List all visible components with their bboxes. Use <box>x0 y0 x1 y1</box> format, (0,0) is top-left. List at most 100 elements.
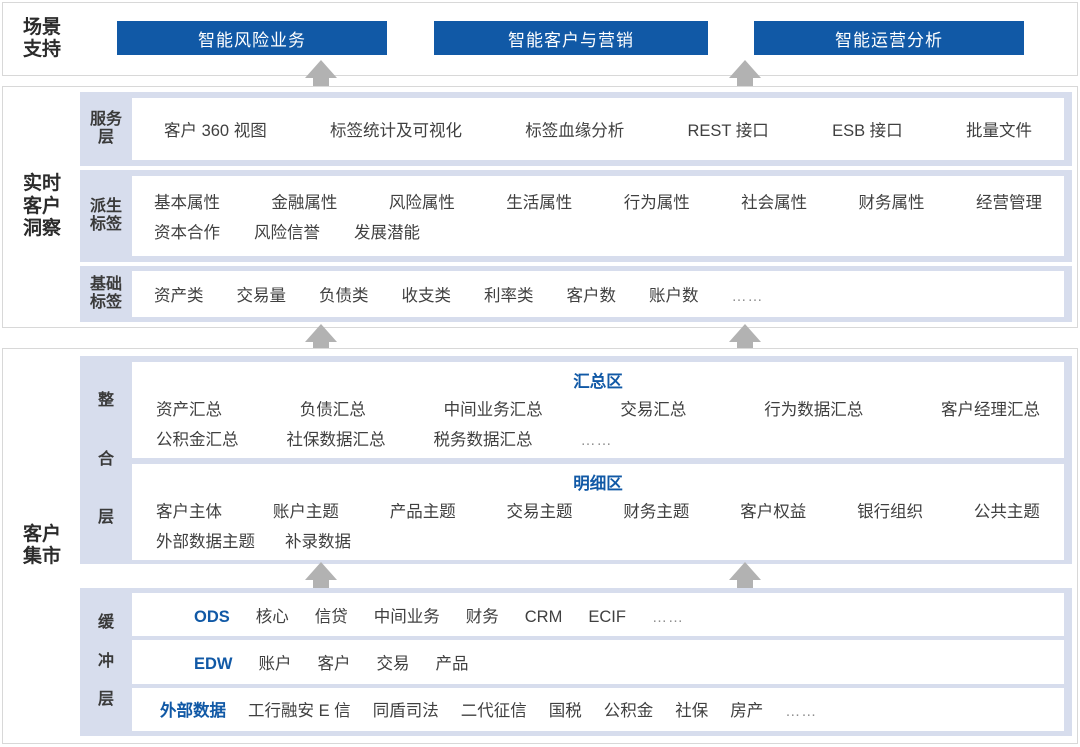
chip-item[interactable]: 公积金汇总 <box>156 431 239 449</box>
chip-item[interactable]: 客户数 <box>566 287 617 305</box>
chip-item[interactable]: 产品主题 <box>389 503 456 521</box>
chip-item[interactable]: 基本属性 <box>154 194 220 212</box>
chip-item[interactable]: 资产汇总 <box>156 401 222 419</box>
chip-item[interactable]: 财务属性 <box>858 194 925 212</box>
chip-item[interactable]: 财务主题 <box>623 503 690 521</box>
buffer-row-external: 外部数据 工行融安 E 信 同盾司法 二代征信 国税 公积金 社保 房产 …… <box>132 687 1064 731</box>
chip-row: 客户 360 视图 标签统计及可视化 标签血缘分析 REST 接口 ESB 接口… <box>146 117 1050 141</box>
chip-item[interactable]: 客户 <box>317 654 351 673</box>
chip-item[interactable]: REST 接口 <box>687 122 769 140</box>
chip-item[interactable]: 标签统计及可视化 <box>329 122 462 140</box>
chip-item[interactable]: 账户 <box>258 654 292 673</box>
chip-item[interactable]: 生活属性 <box>506 194 573 212</box>
chip-item[interactable]: 产品 <box>435 654 469 673</box>
chip-item[interactable]: 行为数据汇总 <box>764 401 864 419</box>
chip-item[interactable]: 客户权益 <box>740 503 807 521</box>
chip-item[interactable]: 房产 <box>730 702 764 721</box>
layer-label-buffer: 缓 冲 层 <box>80 588 132 736</box>
chip-item[interactable]: CRM <box>524 607 563 626</box>
chip-item-accent[interactable]: EDW <box>194 654 233 673</box>
chip-item[interactable]: 社保 <box>675 702 709 721</box>
chip-item-ellipsis: …… <box>651 608 684 626</box>
layer-band-base-tags: 基础 标签 资产类 交易量 负债类 收支类 利率类 客户数 账户数 …… <box>80 266 1072 322</box>
layer-items-base-tags: 资产类 交易量 负债类 收支类 利率类 客户数 账户数 …… <box>132 271 1064 317</box>
layer-label-char: 缓 <box>97 614 114 632</box>
chip-item[interactable]: 批量文件 <box>965 122 1032 140</box>
chip-item[interactable]: 客户 360 视图 <box>164 122 267 140</box>
chip-item[interactable]: 收支类 <box>401 287 452 305</box>
chip-item[interactable]: 中间业务 <box>373 607 440 626</box>
chip-item[interactable]: 风险信誉 <box>254 224 320 242</box>
chip-item-accent[interactable]: ODS <box>194 607 230 626</box>
chip-item[interactable]: 负债汇总 <box>299 401 366 419</box>
chip-item-ellipsis: …… <box>785 703 818 721</box>
chip-row: 资产汇总 负债汇总 中间业务汇总 交易汇总 行为数据汇总 客户经理汇总 <box>146 396 1050 420</box>
chip-item[interactable]: 账户数 <box>649 287 699 305</box>
chip-item[interactable]: 利率类 <box>484 287 534 305</box>
chip-item[interactable]: 发展潜能 <box>354 224 420 242</box>
chip-item[interactable]: 信贷 <box>314 607 348 626</box>
chip-item[interactable]: 经营管理 <box>975 194 1042 212</box>
chip-item[interactable]: 同盾司法 <box>372 702 439 721</box>
chip-item[interactable]: 行为属性 <box>623 194 690 212</box>
chip-item[interactable]: 公积金 <box>603 702 654 721</box>
chip-item[interactable]: 工行融安 E 信 <box>248 702 351 721</box>
customer-mart-caption: 客户 集市 <box>22 523 61 567</box>
layer-label-char: 冲 <box>97 652 114 670</box>
chip-row: 外部数据 工行融安 E 信 同盾司法 二代征信 国税 公积金 社保 房产 …… <box>146 697 1050 721</box>
layer-items-derived-tags: 基本属性 金融属性 风险属性 生活属性 行为属性 社会属性 财务属性 经营管理 … <box>132 176 1064 256</box>
layer-band-integration: 整 合 层 汇总区 资产汇总 负债汇总 中间业务汇总 交易汇总 行为数据汇总 客… <box>80 356 1072 564</box>
chip-item[interactable]: 财务 <box>465 607 499 626</box>
chip-item[interactable]: 外部数据主题 <box>156 533 255 551</box>
zone-detail: 明细区 客户主体 账户主题 产品主题 交易主题 财务主题 客户权益 银行组织 公… <box>132 464 1064 560</box>
chip-row: EDW 账户 客户 交易 产品 <box>146 650 1050 674</box>
chip-item[interactable]: 社会属性 <box>741 194 808 212</box>
scenario-button-customer-marketing[interactable]: 智能客户与营销 <box>434 21 708 55</box>
chip-item[interactable]: 资本合作 <box>154 224 220 242</box>
layer-label-char: 整 <box>97 392 114 410</box>
layer-label-base-tags: 基础 标签 <box>89 275 122 311</box>
chip-item[interactable]: ESB 接口 <box>832 122 903 140</box>
chip-item[interactable]: 社保数据汇总 <box>286 431 386 449</box>
scenario-support-caption: 场景 支持 <box>22 16 61 60</box>
chip-item[interactable]: 风险属性 <box>388 194 455 212</box>
chip-item[interactable]: 标签血缘分析 <box>525 122 625 140</box>
layer-label-integration: 整 合 层 <box>80 356 132 564</box>
chip-item-accent[interactable]: 外部数据 <box>160 702 226 721</box>
chip-item[interactable]: 国税 <box>548 702 582 721</box>
chip-item[interactable]: 账户主题 <box>272 503 339 521</box>
chip-item[interactable]: 交易汇总 <box>620 401 687 419</box>
layer-label-service: 服务 层 <box>89 110 122 146</box>
chip-item[interactable]: 客户经理汇总 <box>940 401 1040 419</box>
chip-item[interactable]: 交易量 <box>236 287 287 305</box>
chip-row: 资本合作 风险信誉 发展潜能 <box>146 219 1050 243</box>
chip-item[interactable]: 资产类 <box>154 287 204 305</box>
layer-label-char: 合 <box>97 450 114 468</box>
chip-item[interactable]: 补录数据 <box>285 533 351 551</box>
chip-item[interactable]: 税务数据汇总 <box>433 431 533 449</box>
chip-item[interactable]: 交易主题 <box>506 503 573 521</box>
layer-band-buffer: 缓 冲 层 ODS 核心 信贷 中间业务 财务 CRM ECIF …… EDW … <box>80 588 1072 736</box>
zone-title-detail: 明细区 <box>573 475 623 493</box>
chip-item[interactable]: 二代征信 <box>460 702 527 721</box>
chip-item[interactable]: 核心 <box>255 607 289 626</box>
scenario-button-operations-analytics[interactable]: 智能运营分析 <box>754 21 1024 55</box>
buffer-row-edw: EDW 账户 客户 交易 产品 <box>132 640 1064 684</box>
zone-summary: 汇总区 资产汇总 负债汇总 中间业务汇总 交易汇总 行为数据汇总 客户经理汇总 … <box>132 362 1064 458</box>
chip-item[interactable]: 交易 <box>376 654 410 673</box>
chip-item-ellipsis: …… <box>580 432 613 449</box>
scenario-button-risk[interactable]: 智能风险业务 <box>117 21 387 55</box>
layer-band-derived-tags: 派生 标签 基本属性 金融属性 风险属性 生活属性 行为属性 社会属性 财务属性… <box>80 170 1072 262</box>
chip-item[interactable]: 金融属性 <box>271 194 338 212</box>
chip-item[interactable]: 客户主体 <box>156 503 222 521</box>
chip-item[interactable]: 银行组织 <box>857 503 924 521</box>
chip-item[interactable]: 中间业务汇总 <box>443 401 543 419</box>
chip-item[interactable]: ECIF <box>588 607 626 626</box>
chip-row: 客户主体 账户主题 产品主题 交易主题 财务主题 客户权益 银行组织 公共主题 <box>146 498 1050 522</box>
chip-item[interactable]: 公共主题 <box>973 503 1040 521</box>
chip-row: 资产类 交易量 负债类 收支类 利率类 客户数 账户数 …… <box>146 282 1050 306</box>
layer-label-char: 层 <box>97 691 114 709</box>
chip-item[interactable]: 负债类 <box>319 287 369 305</box>
chip-row: 外部数据主题 补录数据 <box>146 528 1050 552</box>
chip-row: 基本属性 金融属性 风险属性 生活属性 行为属性 社会属性 财务属性 经营管理 <box>146 189 1050 213</box>
